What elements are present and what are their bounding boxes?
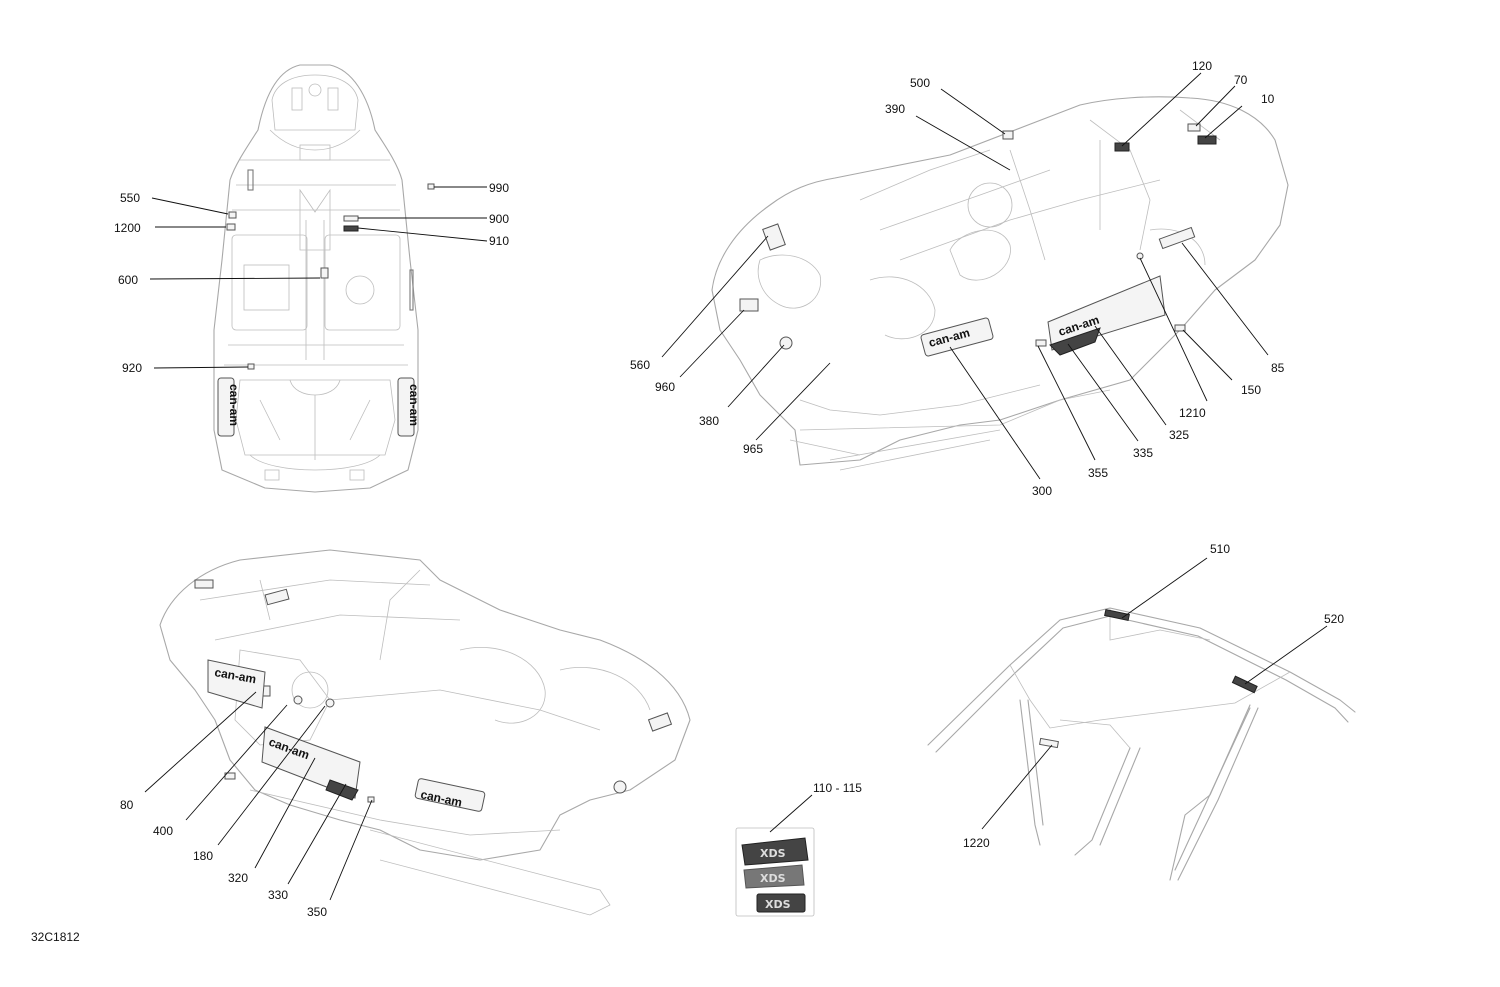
- left-iso-leaders: [144, 691, 373, 901]
- callout-900: 900: [489, 212, 509, 226]
- callout-330: 330: [268, 888, 288, 902]
- callout-355: 355: [1088, 466, 1108, 480]
- callout-10: 10: [1261, 92, 1275, 106]
- callout-325: 325: [1169, 428, 1189, 442]
- callout-180: 180: [193, 849, 213, 863]
- callout-120: 120: [1192, 59, 1212, 73]
- callout-600: 600: [118, 273, 138, 287]
- callout-150: 150: [1241, 383, 1261, 397]
- callout-500: 500: [910, 76, 930, 90]
- callout-1210: 1210: [1179, 406, 1206, 420]
- callout-1220: 1220: [963, 836, 990, 850]
- callout-965: 965: [743, 442, 763, 456]
- callout-550: 550: [120, 191, 140, 205]
- right-iso-vehicle: can-am can-am: [711, 96, 1289, 471]
- callout-labels: 550 1200 600 920 990 900 910 500 390 120…: [31, 59, 1344, 944]
- svg-text:XDS: XDS: [760, 847, 786, 860]
- left-iso-front-panel-logo: can-am: [207, 659, 266, 709]
- badge-leader: [769, 794, 813, 833]
- left-iso-cab-logo: can-am: [414, 778, 486, 812]
- roof-frame: [927, 607, 1356, 881]
- svg-text:XDS: XDS: [765, 898, 791, 911]
- right-iso-cab-logo: can-am: [920, 317, 994, 357]
- callout-320: 320: [228, 871, 248, 885]
- svg-text:can-am: can-am: [407, 384, 421, 426]
- callout-110-115: 110 - 115: [813, 781, 862, 795]
- callout-350: 350: [307, 905, 327, 919]
- callout-300: 300: [1032, 484, 1052, 498]
- callout-960: 960: [655, 380, 675, 394]
- callout-560: 560: [630, 358, 650, 372]
- right-iso-leaders: [661, 72, 1269, 480]
- left-iso-vehicle: can-am can-am can-am: [159, 549, 691, 916]
- callout-85: 85: [1271, 361, 1285, 375]
- callout-335: 335: [1133, 446, 1153, 460]
- svg-text:XDS: XDS: [760, 872, 786, 885]
- callout-390: 390: [885, 102, 905, 116]
- right-iso-side-panel-logo: can-am: [1047, 275, 1166, 356]
- top-view-leaders: [149, 186, 488, 369]
- top-view-side-logo-left: can-am: [217, 377, 241, 437]
- top-view-side-logo-right: can-am: [397, 377, 421, 437]
- drawing-reference-number: 32C1812: [31, 930, 80, 944]
- callout-520: 520: [1324, 612, 1344, 626]
- callout-380: 380: [699, 414, 719, 428]
- top-view-vehicle: can-am can-am: [213, 64, 435, 493]
- callout-80: 80: [120, 798, 134, 812]
- callout-1200: 1200: [114, 221, 141, 235]
- callout-990: 990: [489, 181, 509, 195]
- callout-920: 920: [122, 361, 142, 375]
- callout-510: 510: [1210, 542, 1230, 556]
- callout-400: 400: [153, 824, 173, 838]
- roof-leaders: [981, 557, 1328, 830]
- badge-set: XDS XDS XDS: [735, 827, 815, 917]
- svg-text:can-am: can-am: [227, 384, 241, 426]
- callout-910: 910: [489, 234, 509, 248]
- callout-70: 70: [1234, 73, 1248, 87]
